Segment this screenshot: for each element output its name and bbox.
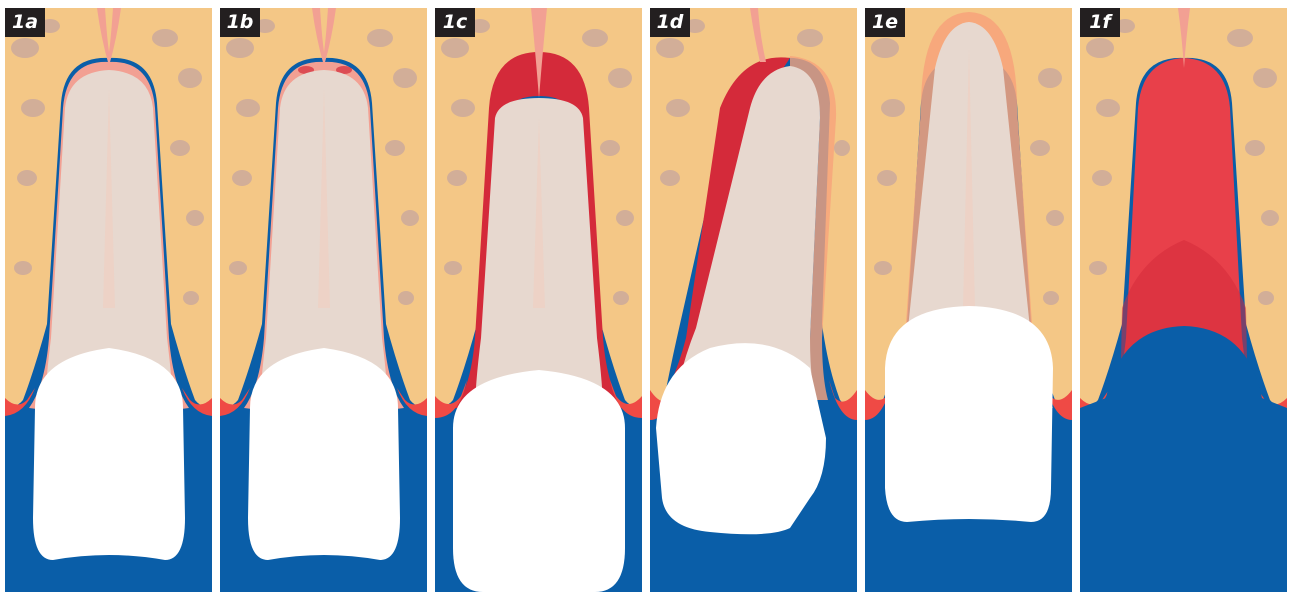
tooth-illustration-1e (865, 8, 1072, 592)
panel-1f: 1f (1080, 8, 1287, 592)
tooth-crown (453, 370, 625, 592)
panel-1c: 1c (435, 8, 642, 592)
tooth-illustration-1b (220, 8, 427, 592)
tooth-crown (885, 306, 1053, 522)
tooth-crown (248, 348, 400, 560)
panel-1d: 1d (650, 8, 857, 592)
panel-1e: 1e (865, 8, 1072, 592)
panel-label-1e: 1e (865, 8, 905, 37)
tooth-illustration-1c (435, 8, 642, 592)
panel-label-1a: 1a (5, 8, 45, 37)
panel-1a: 1a (5, 8, 212, 592)
tooth-illustration-1a (5, 8, 212, 592)
tooth-crown-displaced (656, 343, 826, 534)
tooth-crown (33, 348, 185, 560)
panel-label-1f: 1f (1080, 8, 1120, 37)
panel-label-1d: 1d (650, 8, 690, 37)
tooth-illustration-1f (1080, 8, 1287, 592)
panel-1b: 1b (220, 8, 427, 592)
panel-label-1b: 1b (220, 8, 260, 37)
tooth-illustration-1d (650, 8, 857, 592)
panel-label-1c: 1c (435, 8, 475, 37)
